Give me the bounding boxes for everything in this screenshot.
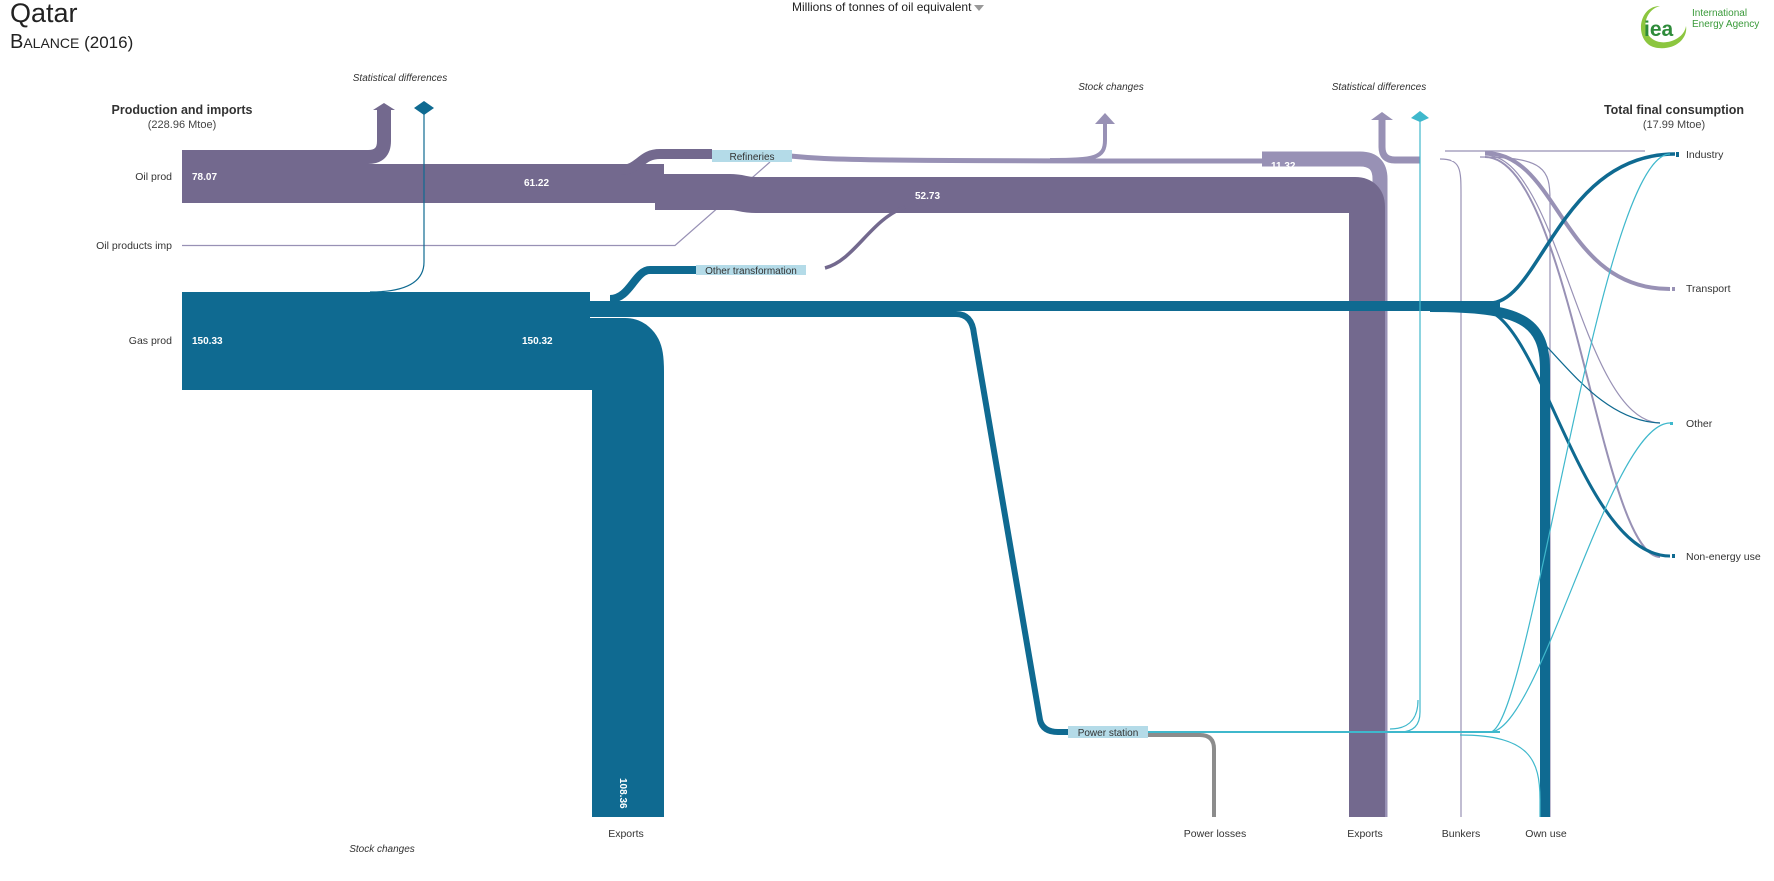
label-stock-changes-bottom: Stock changes: [349, 844, 415, 855]
label-refineries[interactable]: Refineries: [729, 152, 774, 163]
flow-oil-products-bunkers[interactable]: [1439, 158, 1462, 817]
stock-change-oil-products-arrow-icon[interactable]: [1095, 113, 1115, 124]
value-oil-mid: 61.22: [524, 178, 549, 189]
flow-oil-stat-diff[interactable]: [182, 110, 391, 164]
value-oil-export: 52.73: [915, 191, 940, 202]
flow-electricity-own-use[interactable]: [1459, 734, 1541, 817]
flow-electricity-other[interactable]: [1489, 422, 1671, 733]
sankey-arrows: [373, 101, 1429, 124]
iea-logo-line2: Energy Agency: [1692, 19, 1760, 30]
node-label-oil-prod[interactable]: Oil prod: [135, 171, 172, 183]
flow-gas-industry[interactable]: [1489, 152, 1676, 305]
left-total: (228.96 Mtoe): [148, 119, 216, 131]
flow-oil-to-other-transformation[interactable]: [824, 205, 906, 270]
flow-oil-to-refinery[interactable]: [619, 149, 712, 175]
label-stat-diff-right: Statistical differences: [1332, 82, 1427, 93]
tfc-bar-transport[interactable]: [1672, 287, 1675, 291]
flow-oil-products-stock-change[interactable]: [1049, 124, 1107, 162]
stat-diff-oil-arrow-icon[interactable]: [373, 103, 395, 110]
power-station-box[interactable]: [1068, 726, 1148, 738]
label-power-station[interactable]: Power station: [1078, 728, 1139, 739]
flow-electricity-stat-diff-branch[interactable]: [1389, 699, 1419, 730]
flow-oil-products-other[interactable]: [1484, 154, 1661, 424]
iea-logo-line1: International: [1692, 8, 1748, 19]
flow-electricity-industry[interactable]: [1489, 153, 1671, 733]
tfc-bar-other[interactable]: [1670, 422, 1673, 425]
iea-logo[interactable]: iea: [1628, 2, 1768, 54]
value-oil-products-tfc: 18.89: [1451, 153, 1476, 164]
country-title: Qatar: [10, 0, 78, 28]
tfc-bar-nonenergy[interactable]: [1672, 554, 1675, 558]
right-heading: Total final consumption: [1604, 103, 1744, 117]
tfc-label-transport[interactable]: Transport: [1686, 283, 1731, 295]
transformation-boxes: [696, 150, 1679, 738]
flow-power-losses[interactable]: [1140, 733, 1216, 817]
tfc-bar-industry[interactable]: [1676, 152, 1679, 157]
value-gas-export: 108.36: [617, 778, 628, 809]
flow-gas-prod[interactable]: [182, 292, 590, 390]
flow-oil-prod[interactable]: [182, 164, 664, 203]
flow-gas-other-small[interactable]: [1489, 308, 1661, 424]
sankey-flows: [182, 110, 1676, 817]
unit-selector[interactable]: Millions of tonnes of oil equivalent: [792, 0, 985, 14]
sankey-labels: Production and imports (228.96 Mtoe) Oil…: [96, 73, 1761, 855]
stat-diff-gas-arrow-up-icon[interactable]: [414, 101, 434, 108]
chevron-down-icon: [974, 4, 985, 11]
label-other-transformation[interactable]: Other transformation: [705, 266, 797, 277]
flow-electricity-stat-diff[interactable]: [1399, 118, 1421, 733]
right-total: (17.99 Mtoe): [1643, 119, 1705, 131]
refineries-box[interactable]: [712, 150, 792, 162]
left-heading: Production and imports: [112, 103, 253, 117]
flow-gas-stat-diff[interactable]: [369, 110, 425, 293]
tfc-label-industry[interactable]: Industry: [1686, 149, 1724, 161]
label-stock-changes-top: Stock changes: [1078, 82, 1144, 93]
unit-selector-label: Millions of tonnes of oil equivalent: [792, 0, 972, 14]
flow-gas-nonenergy[interactable]: [1479, 307, 1671, 558]
label-own-use[interactable]: Own use: [1525, 828, 1567, 840]
tfc-label-nonenergy[interactable]: Non-energy use: [1686, 551, 1761, 563]
flow-oil-products-export[interactable]: [1262, 151, 1388, 817]
label-exports-oil[interactable]: Exports: [1347, 828, 1383, 840]
flow-gas-own-use[interactable]: [1429, 302, 1550, 817]
flow-gas-export[interactable]: [520, 318, 664, 817]
stat-diff-oil-products-arrow-icon[interactable]: [1371, 112, 1393, 120]
node-label-gas-prod[interactable]: Gas prod: [129, 335, 172, 347]
stat-diff-electricity-arrow-down-icon[interactable]: [1411, 118, 1429, 122]
label-exports-gas[interactable]: Exports: [608, 828, 644, 840]
value-oil-prod: 78.07: [192, 172, 217, 183]
flow-gas-to-power[interactable]: [560, 311, 1070, 735]
label-bunkers[interactable]: Bunkers: [1442, 828, 1481, 840]
tfc-label-other[interactable]: Other: [1686, 418, 1713, 430]
node-label-oil-products-imp[interactable]: Oil products imp: [96, 240, 172, 252]
value-gas-mid: 150.32: [522, 336, 553, 347]
iea-logo-mark: iea: [1644, 18, 1674, 41]
flow-oil-products-stat-diff[interactable]: [1378, 120, 1420, 164]
other-transformation-box[interactable]: [696, 265, 806, 275]
flow-gas-to-other-transformation[interactable]: [609, 266, 700, 303]
value-gas-prod: 150.33: [192, 336, 223, 347]
label-stat-diff-left: Statistical differences: [353, 73, 448, 84]
label-power-losses[interactable]: Power losses: [1184, 828, 1246, 840]
balance-year: (2016): [84, 33, 134, 52]
balance-subtitle: Balance (2016): [10, 31, 133, 54]
balance-label: Balance: [10, 31, 80, 53]
value-oil-products-export: 11.32: [1271, 161, 1296, 172]
flow-oil-products-nonenergy[interactable]: [1484, 156, 1661, 558]
flow-oil-products-own-use[interactable]: [1479, 156, 1551, 817]
flow-refinery-output[interactable]: [789, 153, 1271, 164]
stat-diff-electricity-arrow-icon[interactable]: [1411, 111, 1429, 118]
stat-diff-gas-arrow-icon[interactable]: [414, 108, 434, 115]
flow-oil-export[interactable]: [655, 174, 1385, 817]
